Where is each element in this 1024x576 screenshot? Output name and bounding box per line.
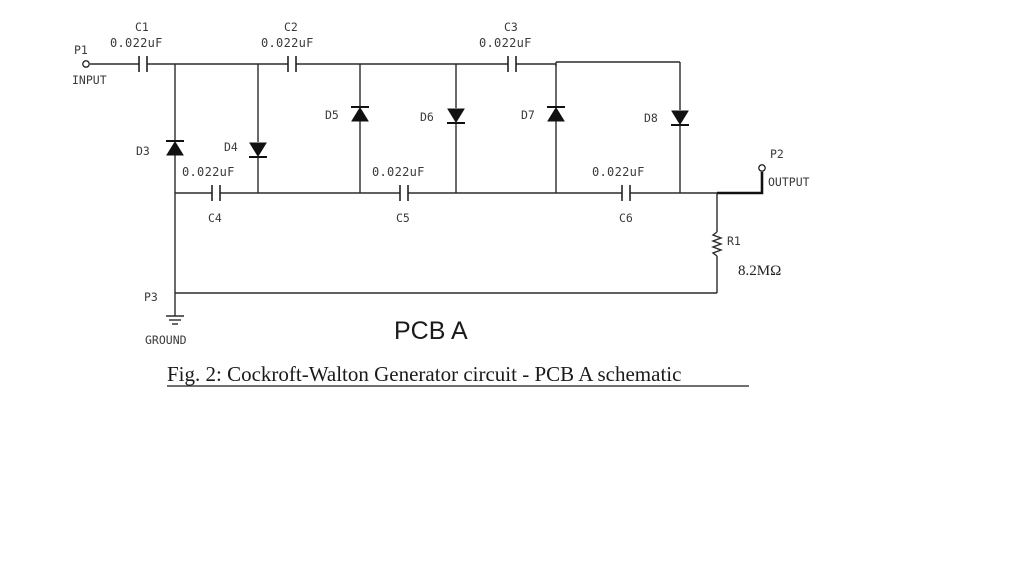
c2-id: C2 [284,20,298,34]
input-label: INPUT [72,73,107,87]
d3-label: D3 [136,144,150,158]
diode-d8-symbol [671,110,689,126]
p2-terminal [758,164,766,172]
c1-value: 0.022uF [110,36,163,50]
d5-label: D5 [325,108,339,122]
d4-label: D4 [224,140,238,154]
c3-value: 0.022uF [479,36,532,50]
c6-value: 0.022uF [592,165,645,179]
board-label: PCB A [394,317,468,345]
c4-value: 0.022uF [182,165,235,179]
output-label: OUTPUT [768,175,810,189]
ground-label: GROUND [145,333,187,347]
capacitor-c4-symbol [211,185,221,201]
c5-id: C5 [396,211,410,225]
p3-label: P3 [144,290,158,304]
diode-d7-symbol [547,106,565,122]
diode-d6-symbol [447,108,465,124]
c5-value: 0.022uF [372,165,425,179]
capacitor-c1-symbol [138,56,148,72]
c6-id: C6 [619,211,633,225]
capacitor-c6-symbol [621,185,631,201]
diode-d4-symbol [249,142,267,158]
ground-icon [166,315,184,325]
d8-label: D8 [644,111,658,125]
r1-value: 8.2MΩ [738,263,781,279]
p2-label: P2 [770,147,784,161]
c1-id: C1 [135,20,149,34]
wires [90,61,764,316]
d6-label: D6 [420,110,434,124]
c4-id: C4 [208,211,222,225]
capacitor-c3-symbol [507,56,517,72]
resistor-r1-symbol [711,231,723,257]
diode-d5-symbol [351,106,369,122]
p1-label: P1 [74,43,88,57]
diode-d3-symbol [166,140,184,156]
r1-label: R1 [727,234,741,248]
p1-terminal [82,60,90,68]
d7-label: D7 [521,108,535,122]
c2-value: 0.022uF [261,36,314,50]
capacitor-c5-symbol [399,185,409,201]
c3-id: C3 [504,20,518,34]
figure-caption: Fig. 2: Cockroft-Walton Generator circui… [167,362,681,386]
capacitor-c2-symbol [287,56,297,72]
